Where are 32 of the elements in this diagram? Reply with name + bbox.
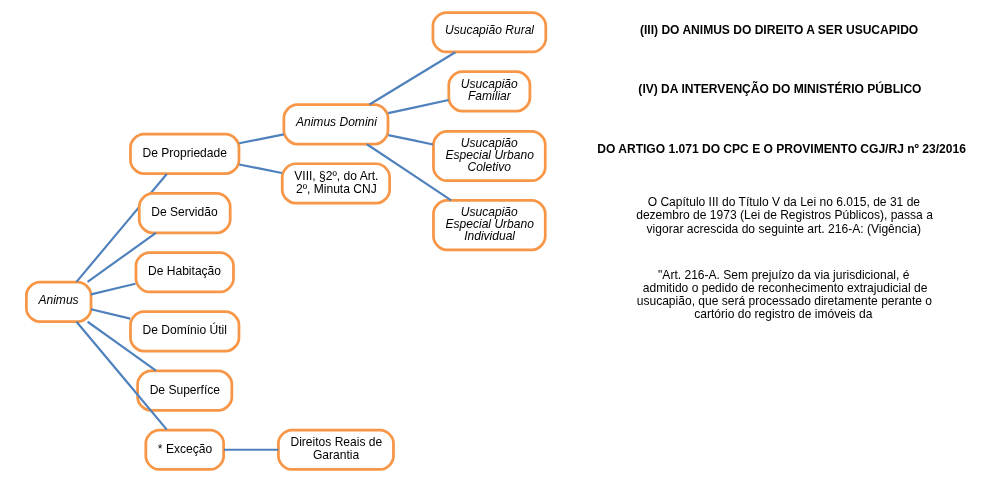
node-box: Usucapião Especial Urbano Individual	[432, 199, 547, 252]
connector	[90, 308, 131, 320]
connector	[86, 320, 157, 372]
label: "Art. 216-A. Sem prejuízo da via jurisdicional, é admitido o pedido de reconhecimento extrajudicial de usucapião, que será processado diretamente perante o cartório do registro de imóveis da	[636, 267, 933, 322]
label: (III) DO ANIMUS DO DIREITO A SER USUCAPIDO	[640, 23, 919, 38]
node-box: Usucapião Familiar	[447, 70, 532, 113]
connector	[238, 163, 283, 175]
connector	[86, 232, 157, 283]
connector	[223, 448, 279, 451]
node-box: Animus Domini	[282, 103, 390, 146]
node-box: De Servidão	[137, 191, 232, 235]
node-box: De Habitação	[134, 251, 235, 294]
connector	[388, 134, 434, 146]
label: DO ARTIGO 1.071 DO CPC E O PROVIMENTO CGJ/RJ nº 23/2016	[597, 141, 966, 156]
node-box: Usucapião Rural	[431, 11, 548, 54]
connector	[388, 98, 449, 115]
connector	[75, 173, 168, 283]
node-box: Usucapião Especial Urbano Coletivo	[432, 130, 547, 183]
label: (IV) DA INTERVENÇÃO DO MINISTÉRIO PÚBLICO	[638, 82, 922, 97]
node-box: De Domínio Útil	[129, 310, 241, 353]
connector	[90, 282, 136, 296]
node-box: De Superfíce	[136, 369, 234, 412]
connector	[368, 51, 456, 106]
node-box: De Propriedade	[129, 132, 241, 175]
connector	[75, 321, 168, 431]
label: O Capítulo III do Título V da Lei no 6.015, de 31 de dezembro de 1973 (Lei de Registros Públicos), passa a vigorar acrescida do seguinte art. 216-A: (Vigência)	[636, 195, 933, 236]
node-box: * Exceção	[144, 428, 225, 471]
connector	[238, 133, 285, 145]
node-box: Direitos Reais de Garantia	[277, 428, 395, 471]
node-box: Animus	[25, 280, 93, 323]
node-box: VIII, §2º, do Art. 2º, Minuta CNJ	[280, 162, 391, 205]
connector	[366, 143, 452, 202]
